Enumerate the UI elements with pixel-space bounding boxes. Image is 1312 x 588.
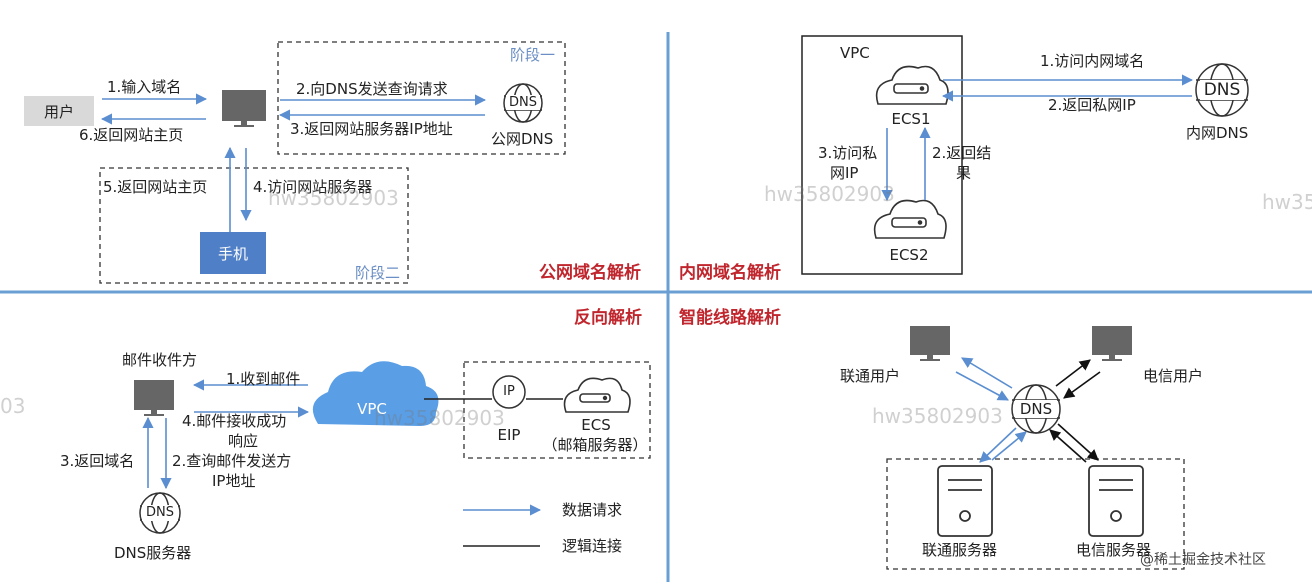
recipient-computer-icon xyxy=(134,380,174,416)
section-title-reverse: 反向解析 xyxy=(574,308,642,328)
watermark-partial-right: hw35 xyxy=(1262,190,1312,214)
public-dns-globe-text: DNS xyxy=(509,95,537,110)
label-return-domain: 3.返回域名 xyxy=(60,452,135,470)
stage1-box xyxy=(277,41,566,155)
label-step6: 6.返回网站主页 xyxy=(79,126,184,144)
ecs2-cloud-icon xyxy=(873,199,947,239)
arrow-unicom-user-to-dns xyxy=(955,371,1009,401)
unicom-server-icon xyxy=(937,465,993,537)
legend-logic-label: 逻辑连接 xyxy=(562,537,623,555)
ecs1-cloud-icon xyxy=(875,65,949,105)
label-step2: 2.向DNS发送查询请求 xyxy=(296,80,448,98)
label-telecom-server: 电信服务器 xyxy=(1076,541,1152,559)
stage2-box xyxy=(99,167,409,284)
mail-server-box xyxy=(463,361,651,459)
label-step5: 5.返回网站主页 xyxy=(103,178,208,196)
label-vpc-cloud: VPC xyxy=(357,400,387,418)
arrow-telecom-server-to-dns xyxy=(1049,429,1087,463)
label-unicom-server: 联通服务器 xyxy=(922,541,998,559)
label-stage1: 阶段一 xyxy=(510,46,556,64)
section-title-smart-route: 智能线路解析 xyxy=(679,308,781,328)
label-vpc: VPC xyxy=(840,44,870,62)
label-received-mail: 1.收到邮件 xyxy=(226,370,301,388)
watermark-4: hw35802903 xyxy=(872,404,1003,428)
eip-icon xyxy=(492,375,526,409)
label-mail-ack-1: 4.邮件接收成功 xyxy=(182,412,287,430)
dns-server-globe-text: DNS xyxy=(146,505,174,520)
arrow-unicom-server-to-dns xyxy=(991,431,1027,461)
label-mail-ack-2: 响应 xyxy=(228,432,259,450)
label-recipient: 邮件收件方 xyxy=(122,351,198,369)
label-visit-private-ip-2: 网IP xyxy=(830,164,859,182)
watermark-partial-left: 03 xyxy=(0,394,26,418)
label-telecom-user: 电信用户 xyxy=(1143,367,1204,385)
label-return-private-ip: 2.返回私网IP xyxy=(1048,96,1136,114)
arrow-dns-to-unicom-user xyxy=(961,357,1013,389)
label-step4: 4.访问网站服务器 xyxy=(253,178,373,196)
label-query-sender-ip-2: IP地址 xyxy=(212,472,256,490)
watermark-3: hw35802903 xyxy=(374,406,505,430)
label-public-dns: 公网DNS xyxy=(491,130,554,148)
label-return-result-2: 果 xyxy=(956,164,972,182)
telecom-server-icon xyxy=(1088,465,1144,537)
legend-request-label: 数据请求 xyxy=(562,501,623,519)
arrow-dns-to-telecom-user xyxy=(1055,359,1091,387)
eip-icon-text: IP xyxy=(503,384,515,399)
label-query-sender-ip-1: 2.查询邮件发送方 xyxy=(172,452,292,470)
ecs-cloud-icon xyxy=(563,377,631,413)
label-visit-intranet-domain: 1.访问内网域名 xyxy=(1040,52,1145,70)
server-group-box xyxy=(886,458,1185,570)
label-dns-server: DNS服务器 xyxy=(114,544,192,562)
label-mail-server: （邮箱服务器） xyxy=(542,436,648,454)
label-ecs2: ECS2 xyxy=(889,246,929,264)
label-step3: 3.返回网站服务器IP地址 xyxy=(290,120,453,138)
phone-box: 手机 xyxy=(200,232,266,274)
label-eip: EIP xyxy=(497,426,521,444)
label-ecs: ECS xyxy=(581,416,611,434)
label-ecs1: ECS1 xyxy=(891,110,931,128)
label-visit-private-ip-1: 3.访问私 xyxy=(818,144,878,162)
arrow-dns-to-telecom-server xyxy=(1057,423,1099,461)
credit-text: @稀土掘金技术社区 xyxy=(1140,552,1266,568)
arrow-dns-to-unicom-server xyxy=(979,427,1017,463)
user-box: 用户 xyxy=(24,96,94,126)
watermark-2: hw35802903 xyxy=(764,182,895,206)
section-title-intranet-dns: 内网域名解析 xyxy=(679,263,781,283)
arrow-telecom-user-to-dns xyxy=(1063,371,1101,399)
label-step1: 1.输入域名 xyxy=(107,78,182,96)
smart-dns-globe-text: DNS xyxy=(1019,400,1053,418)
label-return-result-1: 2.返回结 xyxy=(932,144,992,162)
label-unicom-user: 联通用户 xyxy=(840,367,901,385)
watermark-1: hw35802903 xyxy=(268,186,399,210)
vpc-cloud-icon xyxy=(312,361,439,426)
unicom-user-computer-icon xyxy=(910,326,950,361)
vpc-box xyxy=(801,35,963,275)
label-stage2: 阶段二 xyxy=(355,264,401,282)
label-intranet-dns: 内网DNS xyxy=(1186,124,1249,142)
computer-icon xyxy=(222,90,266,127)
section-title-public-dns: 公网域名解析 xyxy=(539,263,641,283)
intranet-dns-globe-text: DNS xyxy=(1203,80,1241,100)
telecom-user-computer-icon xyxy=(1092,326,1132,361)
